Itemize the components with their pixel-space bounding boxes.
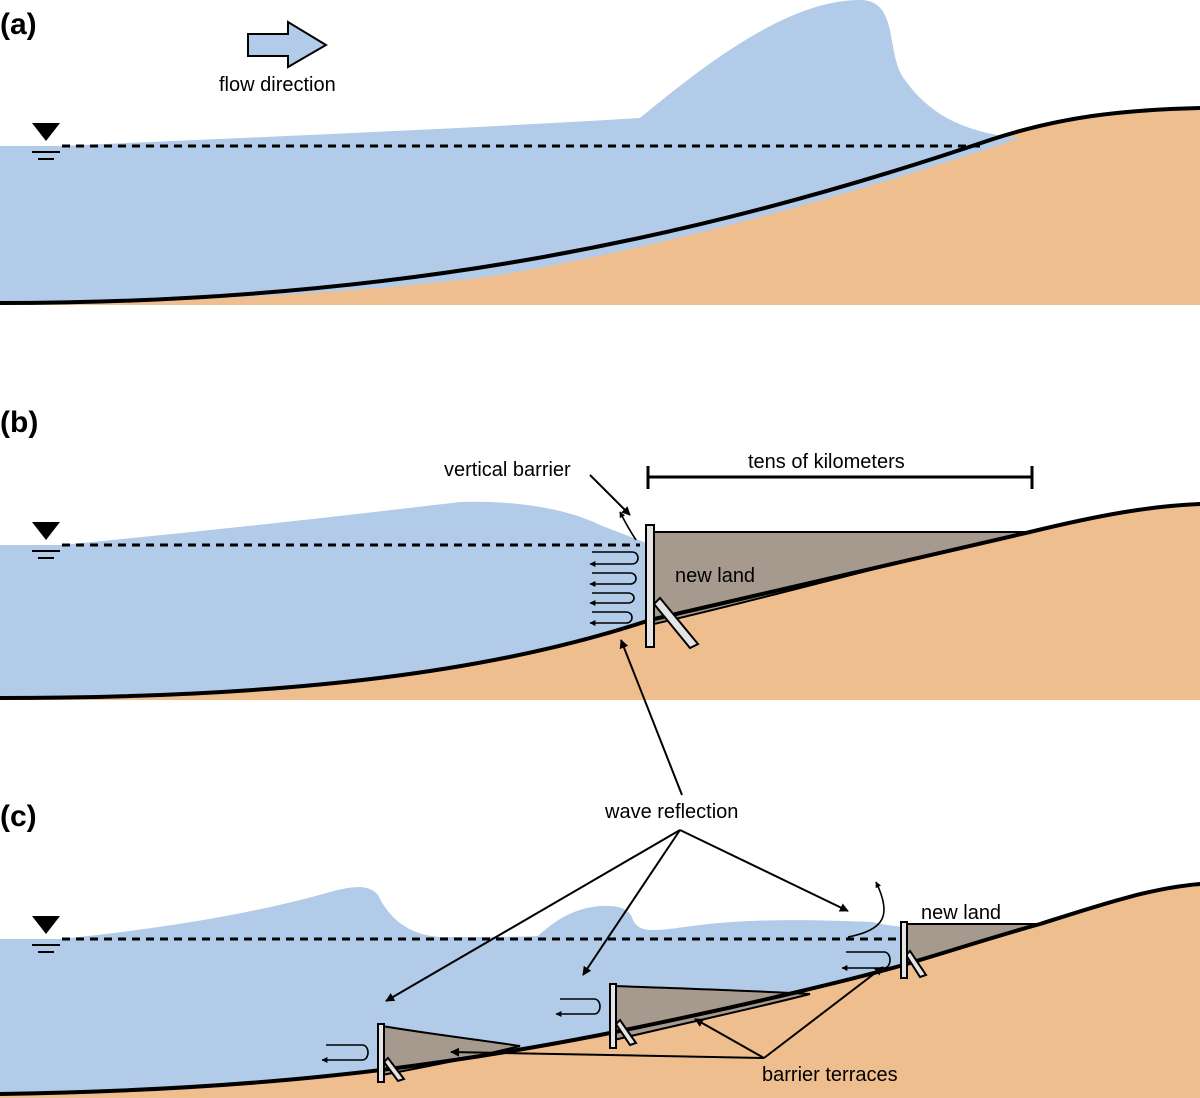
seabed-line-b [0, 502, 1200, 700]
flow-direction-label: flow direction [219, 74, 336, 96]
sand-a [0, 108, 1200, 305]
vertical-barrier-b [645, 524, 655, 648]
new-land-label-c: new land [921, 902, 1001, 924]
tens-of-kilometers-label: tens of kilometers [748, 451, 905, 473]
seabed-line-c [0, 882, 1200, 1096]
wave-reflection-pointers [385, 639, 849, 1002]
reflection-arrows-c [321, 881, 891, 1063]
barrier-terraces-label: barrier terraces [762, 1064, 898, 1086]
water-level-icon [32, 916, 60, 953]
water-c [0, 887, 903, 1094]
flow-direction-arrow-icon [247, 20, 328, 69]
barrier-wall-lower-c [377, 1023, 385, 1083]
support-strut-middle-c [614, 1018, 638, 1047]
support-strut-lower-c [382, 1056, 406, 1083]
panel-label-b: (b) [0, 406, 38, 439]
panel-label-a: (a) [0, 8, 37, 41]
panel-b: tens of kilometers vertical barrier new … [0, 406, 1200, 700]
barrier-wall-middle-c [609, 983, 617, 1049]
vertical-barrier-pointer [589, 474, 631, 516]
panel-label-c: (c) [0, 800, 37, 833]
water-level-icon [32, 522, 60, 559]
scale-bar [646, 466, 1034, 489]
seabed-line-a [0, 106, 1200, 305]
sand-b [0, 504, 1200, 700]
vertical-barrier-label: vertical barrier [444, 459, 571, 481]
panel-c: wave reflection barrier terraces new lan… [0, 639, 1200, 1098]
new-land-label-b: new land [675, 565, 755, 587]
barrier-wall-upper-c [900, 921, 908, 979]
water-level-icon [32, 123, 60, 160]
panel-a: flow direction (a) [0, 0, 1200, 305]
support-strut-upper-c [904, 949, 928, 979]
water-b [0, 501, 646, 698]
barrier-terraces-pointers [450, 966, 884, 1059]
wave-reflection-label: wave reflection [604, 801, 738, 823]
sand-c [0, 884, 1200, 1098]
support-strut-b [652, 596, 700, 650]
water-a [0, 0, 1020, 303]
reflection-arrows-b [589, 511, 639, 626]
